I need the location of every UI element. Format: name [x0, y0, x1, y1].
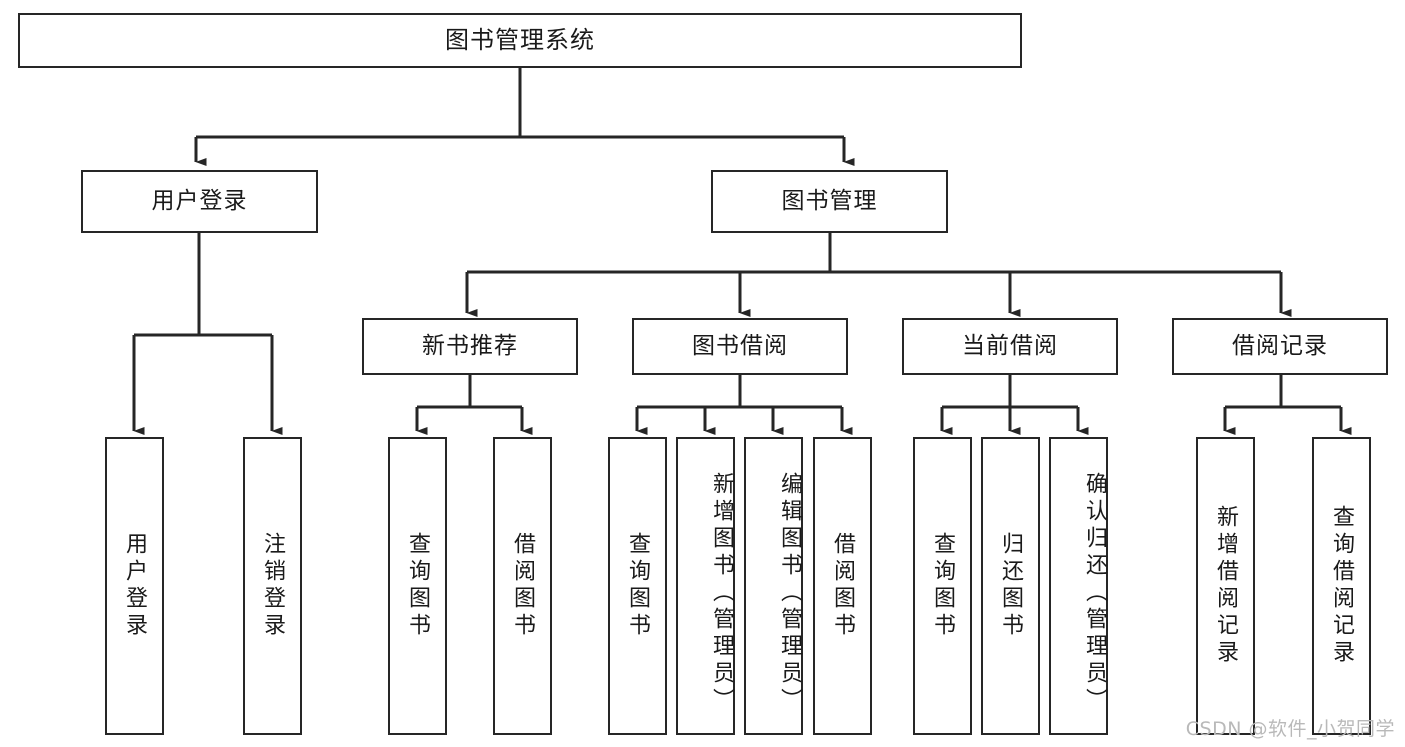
node-label: 借阅图书 [510, 532, 536, 640]
node-label: 查询借阅记录 [1329, 505, 1355, 667]
node-label: 查询图书 [625, 532, 651, 640]
node-label: 查询图书 [405, 532, 431, 640]
leaf-book-borrow-edit-book-admin[interactable]: 编辑图书（管理员） [744, 437, 803, 735]
leaf-new-book-query-book[interactable]: 查询图书 [388, 437, 447, 735]
leaf-borrow-record-query-record[interactable]: 查询借阅记录 [1312, 437, 1371, 735]
node-user-login[interactable]: 用户登录 [81, 170, 318, 233]
node-borrow-record[interactable]: 借阅记录 [1172, 318, 1388, 375]
node-book-management[interactable]: 图书管理 [711, 170, 948, 233]
node-label: 新增图书（管理员） [709, 471, 734, 715]
node-label: 注销登录 [260, 532, 286, 640]
leaf-borrow-record-add-record[interactable]: 新增借阅记录 [1196, 437, 1255, 735]
node-label: 用户登录 [122, 532, 148, 640]
node-label: 查询图书 [930, 532, 956, 640]
node-label: 借阅图书 [830, 532, 856, 640]
node-label: 当前借阅 [962, 332, 1058, 359]
node-label: 确认归还（管理员） [1082, 471, 1107, 715]
leaf-current-borrow-confirm-return-admin[interactable]: 确认归还（管理员） [1049, 437, 1108, 735]
node-label: 新书推荐 [422, 332, 518, 359]
node-label: 新增借阅记录 [1213, 505, 1239, 667]
leaf-new-book-borrow-book[interactable]: 借阅图书 [493, 437, 552, 735]
node-label: 图书管理系统 [445, 26, 595, 55]
node-new-book-recommend[interactable]: 新书推荐 [362, 318, 578, 375]
leaf-book-borrow-add-book-admin[interactable]: 新增图书（管理员） [676, 437, 735, 735]
node-root-book-management-system[interactable]: 图书管理系统 [18, 13, 1022, 68]
node-book-borrow[interactable]: 图书借阅 [632, 318, 848, 375]
node-label: 编辑图书（管理员） [777, 471, 802, 715]
node-label: 归还图书 [998, 532, 1024, 640]
watermark: CSDN @软件_小贺同学 [1185, 718, 1395, 740]
node-label: 用户登录 [151, 187, 248, 214]
leaf-user-login-logout[interactable]: 注销登录 [243, 437, 302, 735]
node-current-borrow[interactable]: 当前借阅 [902, 318, 1118, 375]
node-label: 图书借阅 [692, 332, 788, 359]
node-label: 图书管理 [781, 187, 878, 214]
node-label: 借阅记录 [1232, 332, 1328, 359]
leaf-book-borrow-query-book[interactable]: 查询图书 [608, 437, 667, 735]
leaf-user-login-login[interactable]: 用户登录 [105, 437, 164, 735]
leaf-current-borrow-query-book[interactable]: 查询图书 [913, 437, 972, 735]
leaf-current-borrow-return-book[interactable]: 归还图书 [981, 437, 1040, 735]
leaf-book-borrow-borrow-book[interactable]: 借阅图书 [813, 437, 872, 735]
